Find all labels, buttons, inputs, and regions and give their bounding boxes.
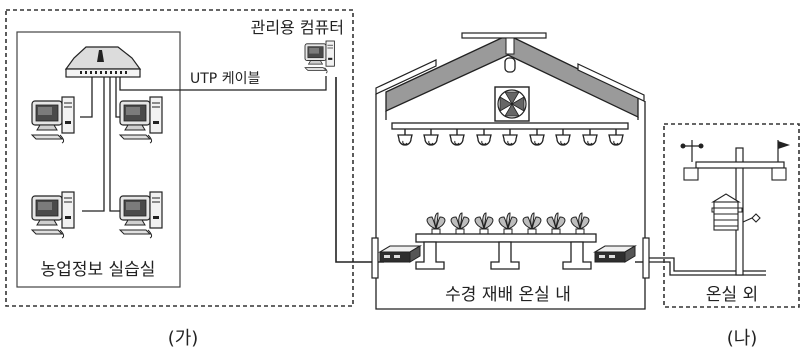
plant-icon xyxy=(498,212,518,235)
grow-lamp-icon xyxy=(582,128,598,146)
utp-cable-label: UTP 케이블 xyxy=(190,71,260,87)
plant-icon xyxy=(546,212,566,235)
hydroponic-bed xyxy=(415,233,597,270)
admin-computer-icon xyxy=(304,40,335,74)
panel-a-caption: (가) xyxy=(168,328,199,349)
greenhouse-walls xyxy=(375,94,646,310)
farm-lab-label: 농업정보 실습실 xyxy=(41,260,156,280)
greenhouse-roof xyxy=(375,32,645,119)
outdoor-cable xyxy=(649,257,766,272)
panel-b-caption: (나) xyxy=(727,328,758,349)
plant-icon xyxy=(522,212,542,235)
sensor-module-icon xyxy=(379,245,421,263)
network-hub-icon xyxy=(64,46,142,78)
grow-lamp-icon xyxy=(529,128,545,146)
grow-lamp-icon xyxy=(502,128,518,146)
wall-port-right xyxy=(642,237,650,279)
grow-lamp-icon xyxy=(476,128,492,146)
lab-cabling xyxy=(80,76,327,212)
panel-a-border xyxy=(5,9,354,307)
admin-computer-label: 관리용 컴퓨터 xyxy=(251,18,344,37)
weather-station-icon xyxy=(680,140,790,276)
plant-icon xyxy=(474,212,494,235)
plant-icon xyxy=(426,212,446,235)
lamp-rail xyxy=(391,122,629,130)
wall-port-left xyxy=(371,237,379,279)
outside-greenhouse-label: 온실 외 xyxy=(706,285,758,305)
panel-b-border xyxy=(663,123,800,308)
grow-lamp-icon xyxy=(423,128,439,146)
utp-cable xyxy=(335,77,372,263)
ventilation-fan-icon xyxy=(494,86,530,122)
grow-lamp-icon xyxy=(449,128,465,146)
grow-lamp-icon xyxy=(608,128,624,146)
greenhouse-inside-label: 수경 재배 온실 내 xyxy=(445,285,571,305)
grow-lamp-icon xyxy=(397,128,413,146)
grow-lamp-icon xyxy=(555,128,571,146)
plant-icon xyxy=(570,212,590,235)
outdoor-cable-2 xyxy=(649,261,766,276)
sensor-module-icon xyxy=(594,245,636,263)
plant-icon xyxy=(450,212,470,235)
